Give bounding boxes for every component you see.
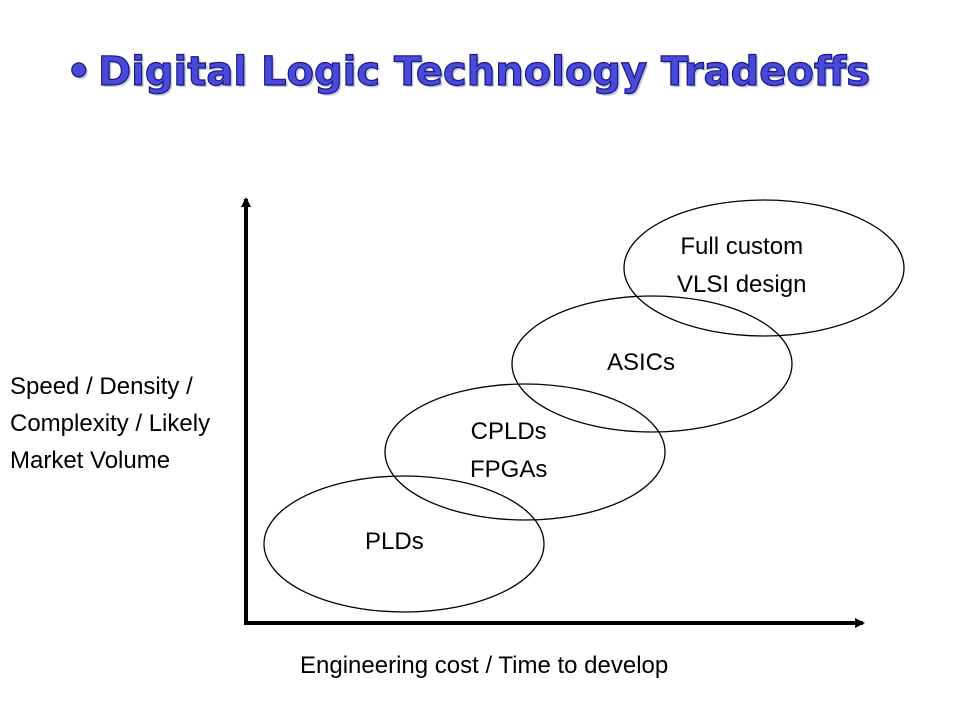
label-fpgas-line: FPGAs [470,456,548,483]
label-plds: PLDs [365,523,424,561]
title-text: Digital Logic Technology Tradeoffs [97,48,871,95]
label-asics: ASICs [607,344,675,382]
x-axis-label: Engineering cost / Time to develop [300,652,669,679]
ellipse-plds [263,475,545,613]
slide-title: •Digital Logic Technology Tradeoffs [65,44,871,100]
label-asics-line: ASICs [607,349,676,376]
label-vlsi-design-line: VLSI design [677,271,807,298]
y-axis-label: Speed / Density / Complexity / Likely Ma… [10,368,210,479]
y-axis-label-line: Speed / Density / [10,373,193,400]
label-full-custom-line: Full custom [680,233,804,260]
title-bullet: • [65,48,92,95]
label-plds-line: PLDs [365,528,424,555]
y-axis-label-line: Complexity / Likely [10,410,211,437]
label-full-custom-vlsi: Full custom VLSI design [677,228,806,304]
label-cplds-line: CPLDs [470,418,547,445]
y-axis-label-line: Market Volume [10,447,171,474]
label-cplds-fpgas: CPLDs FPGAs [470,413,547,489]
ellipse-cplds-fpgas [384,383,666,521]
ellipse-full-custom-vlsi [623,199,905,337]
ellipse-asics [511,295,793,433]
